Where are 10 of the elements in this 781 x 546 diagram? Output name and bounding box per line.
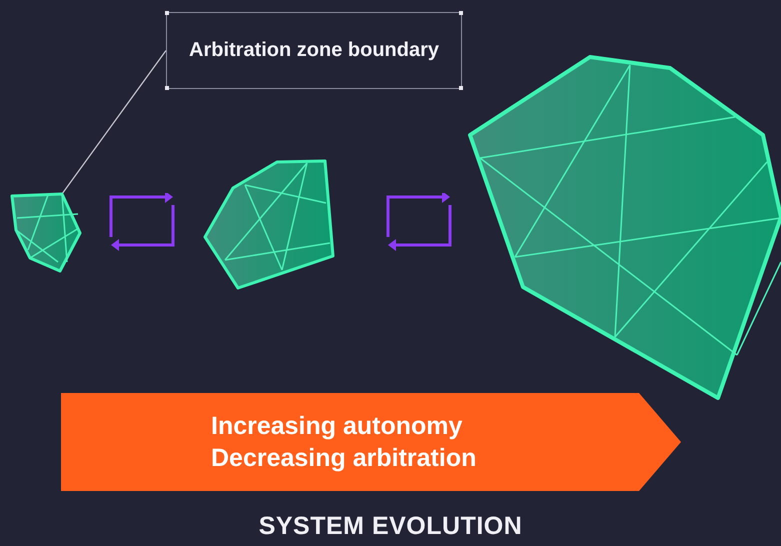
polygon-shape xyxy=(467,54,781,401)
banner-text: Increasing autonomy xyxy=(211,411,464,442)
banner-text: Decreasing arbitration xyxy=(211,443,478,474)
arrow-banner xyxy=(61,393,681,491)
leader-line xyxy=(62,50,166,194)
polygon-shape xyxy=(202,158,336,291)
callout-label: Arbitration zone boundary xyxy=(189,39,439,62)
polygon-shape xyxy=(9,191,83,274)
caption-text: SYSTEM EVOLUTION xyxy=(258,512,522,540)
label-box xyxy=(166,12,462,89)
